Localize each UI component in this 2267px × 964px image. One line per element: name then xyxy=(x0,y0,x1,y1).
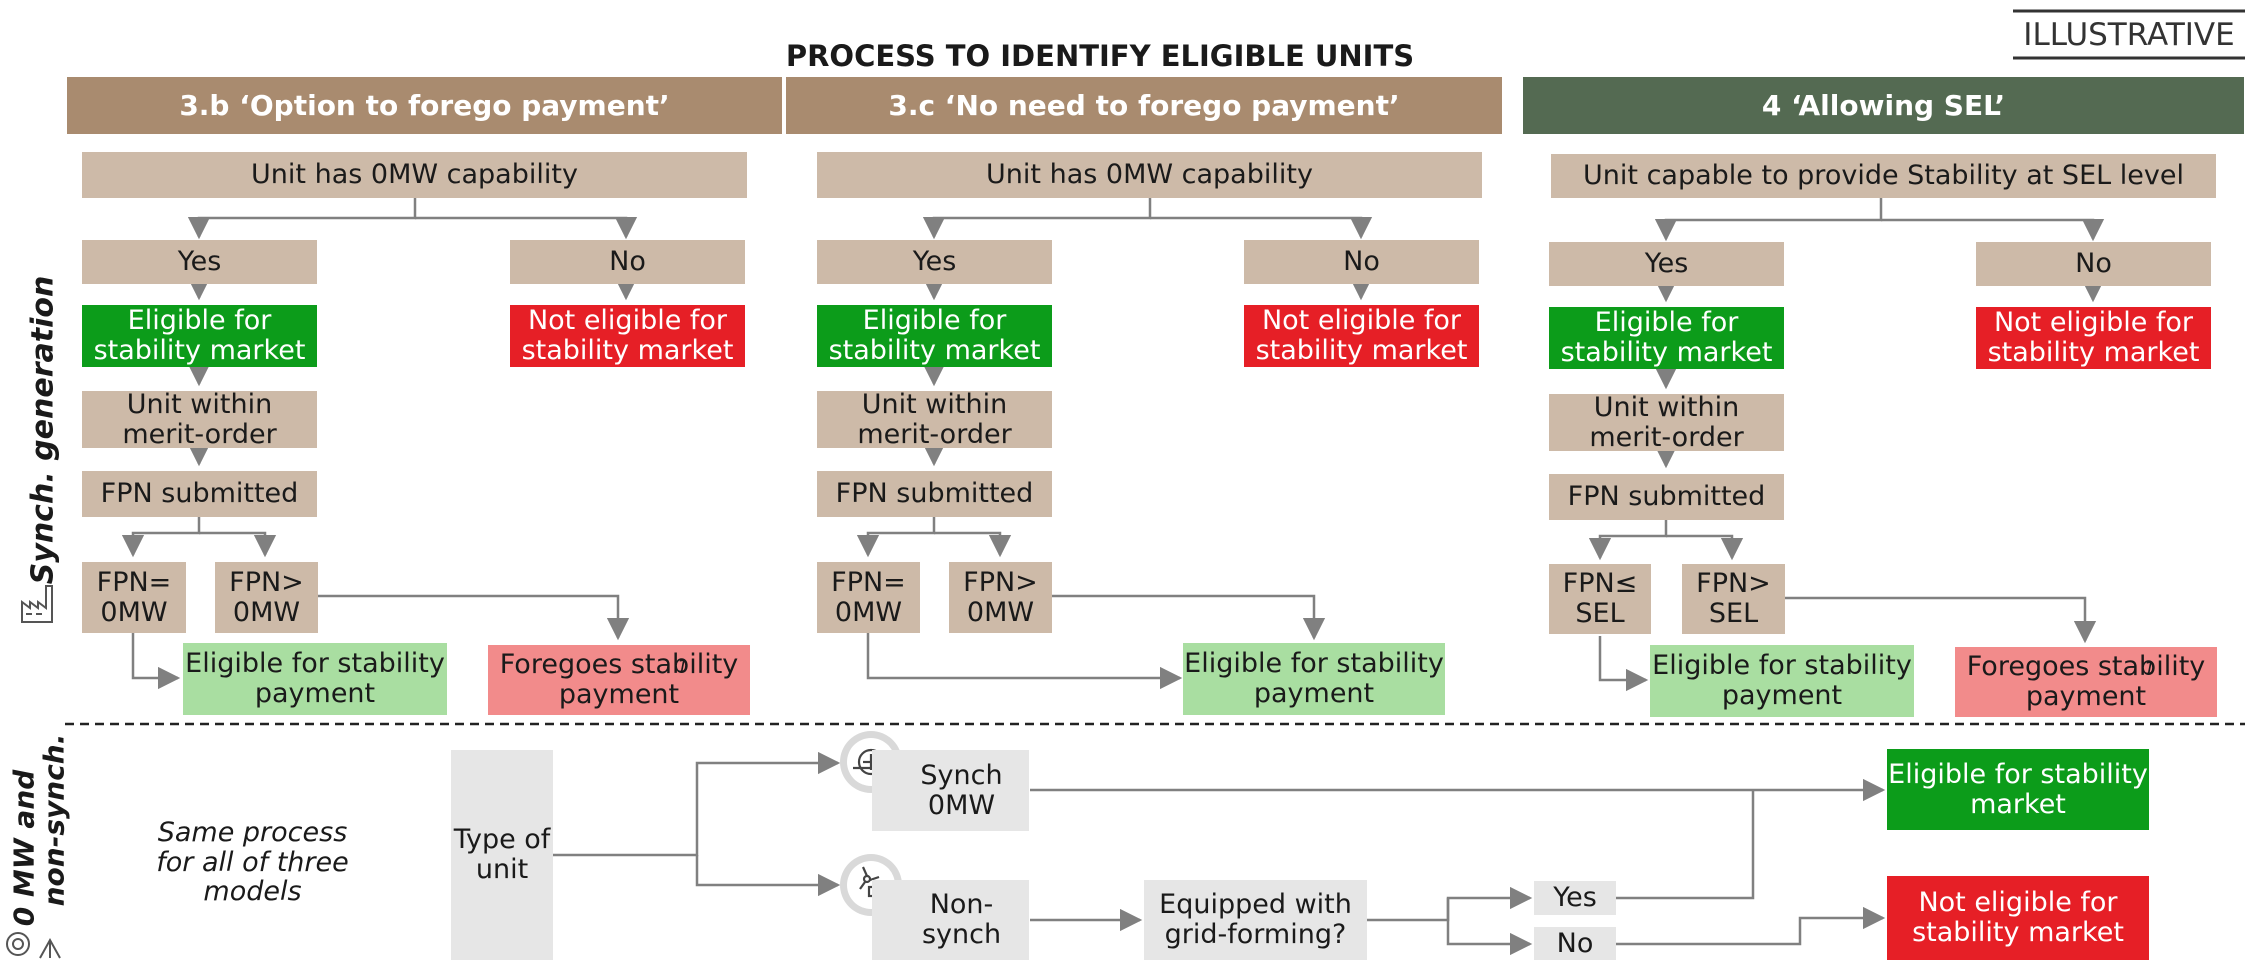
synch-0mw-box: Synch 0MW xyxy=(872,750,1029,831)
yes-box: Yes xyxy=(1549,242,1784,286)
not-eligible-market-box: Not eligible for stability market xyxy=(1244,305,1479,367)
fpn-left-box: FPN= 0MW xyxy=(82,562,186,633)
no-box: No xyxy=(1976,242,2211,286)
factory-icon xyxy=(18,580,58,626)
eligible-payment-box: Eligible for stability payment xyxy=(1650,645,1914,717)
not-eligible-market-box: Not eligible for stability market xyxy=(1887,876,2149,960)
foregoes-payment-text: Foregoes stability payment xyxy=(499,649,739,710)
side-label-non-synch: non-synch. xyxy=(37,733,71,907)
unit-capability-box: Unit has 0MW capability xyxy=(817,152,1482,198)
not-eligible-market-box: Not eligible for stability market xyxy=(1976,307,2211,369)
merit-order-box: Unit within merit-order xyxy=(82,389,317,449)
unit-capability-box: Unit capable to provide Stability at SEL… xyxy=(1551,154,2216,198)
page-title: PROCESS TO IDENTIFY ELIGIBLE UNITS xyxy=(785,39,1415,73)
wind-solar-icon xyxy=(36,934,64,960)
eligible-market-box: Eligible for stability market xyxy=(817,305,1052,367)
fpn-submitted-box: FPN submitted xyxy=(82,471,317,517)
foregoes-payment-text: Foregoes stability payment xyxy=(1966,651,2206,712)
eligible-market-box: Eligible for stability market xyxy=(82,305,317,367)
unit-capability-box: Unit has 0MW capability xyxy=(82,152,747,198)
not-eligible-market-box: Not eligible for stability market xyxy=(510,305,745,367)
footnote-marker: 1 xyxy=(2144,659,2155,680)
merit-order-box: Unit within merit-order xyxy=(817,389,1052,449)
side-label-synch-generation: Synch. generation xyxy=(25,275,61,585)
fpn-right-box: FPN> SEL xyxy=(1682,564,1785,634)
column-header-4: 4 ‘Allowing SEL’ xyxy=(1523,77,2244,134)
grid-forming-yes-box: Yes xyxy=(1534,881,1616,915)
column-header-3b: 3.b ‘Option to forego payment’ xyxy=(67,77,782,134)
fpn-left-box: FPN= 0MW xyxy=(817,562,920,633)
eligible-payment-box: Eligible for stability payment xyxy=(1183,643,1445,715)
eligible-market-box: Eligible for stability market xyxy=(1887,749,2149,830)
no-box: No xyxy=(1244,240,1479,284)
eligible-payment-box: Eligible for stability payment xyxy=(183,643,447,715)
yes-box: Yes xyxy=(82,240,317,284)
type-of-unit-box: Type of unit xyxy=(451,750,553,960)
fpn-right-box: FPN> 0MW xyxy=(215,562,318,633)
generator-icon xyxy=(4,930,32,958)
fpn-right-box: FPN> 0MW xyxy=(949,562,1052,633)
fpn-left-box: FPN≤ SEL xyxy=(1549,564,1651,634)
fpn-submitted-box: FPN submitted xyxy=(817,471,1052,517)
non-synch-box: Non- synch xyxy=(872,880,1029,960)
column-header-3c: 3.c ‘No need to forego payment’ xyxy=(786,77,1502,134)
fpn-submitted-box: FPN submitted xyxy=(1549,474,1784,520)
yes-box: Yes xyxy=(817,240,1052,284)
merit-order-box: Unit within merit-order xyxy=(1549,392,1784,452)
illustrative-tag: ILLUSTRATIVE xyxy=(2023,17,2235,53)
side-label-0mw: 0 MW and xyxy=(7,769,41,927)
footnote-marker: 1 xyxy=(677,657,688,678)
eligible-market-box: Eligible for stability market xyxy=(1549,307,1784,369)
grid-forming-question-box: Equipped with grid-forming? xyxy=(1144,880,1367,960)
no-box: No xyxy=(510,240,745,284)
grid-forming-no-box: No xyxy=(1534,927,1616,960)
same-process-note: Same process for all of three models xyxy=(156,817,349,908)
